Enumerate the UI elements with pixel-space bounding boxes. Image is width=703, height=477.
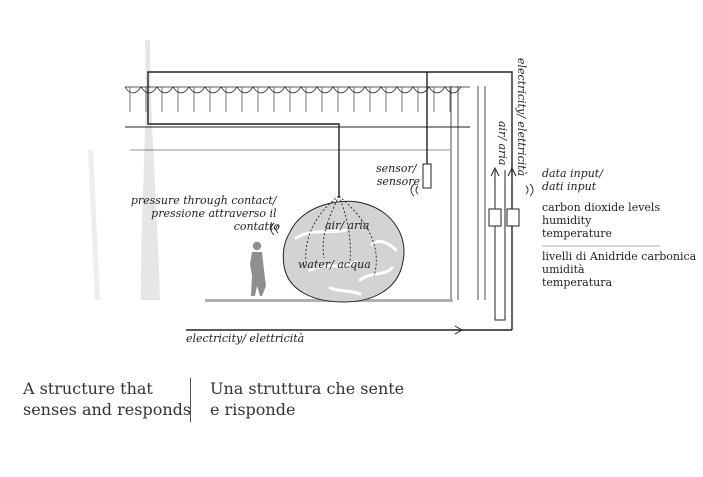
sensor-box bbox=[488, 208, 520, 227]
electricity-arrow bbox=[454, 325, 464, 335]
side-columns bbox=[450, 86, 486, 300]
hanging-sensor bbox=[422, 163, 432, 189]
measures-english: carbon dioxide levels humidity temperatu… bbox=[542, 201, 664, 240]
caption-english-line-2: senses and responds bbox=[23, 400, 192, 419]
caption-italian-line-2: e risponde bbox=[210, 400, 296, 419]
caption-italian: Una struttura che sente e risponde bbox=[210, 378, 404, 420]
caption-english: A structure that senses and responds bbox=[23, 378, 191, 420]
air-duct bbox=[494, 170, 506, 321]
caption-italian-line-1: Una struttura che sente bbox=[210, 379, 405, 398]
air-arrow-up bbox=[490, 166, 500, 177]
sphere bbox=[282, 195, 405, 303]
pressure-label: pressure through contact/ pressione attr… bbox=[131, 194, 281, 233]
air-vertical-label: air/ aria bbox=[496, 121, 509, 165]
air-inside-label: air/ aria bbox=[325, 219, 369, 232]
electricity-bottom-label: electricity/ elettricità bbox=[186, 332, 304, 345]
background-trees bbox=[88, 40, 160, 300]
electricity-arrow-up bbox=[507, 166, 517, 177]
caption-divider bbox=[190, 378, 191, 422]
measures-italian: livelli di Anidride carbonica umidità te… bbox=[542, 250, 700, 289]
sensor-label: sensor/ sensore bbox=[376, 162, 420, 188]
data-input-label: data input/ dati input bbox=[542, 167, 606, 193]
signal-icon bbox=[270, 183, 534, 236]
water-inside-label: water/ acqua bbox=[298, 258, 371, 271]
electricity-vertical-label: electricity/ elettricità bbox=[515, 58, 528, 176]
canopy-roof bbox=[124, 86, 470, 151]
caption-english-line-1: A structure that bbox=[23, 379, 153, 398]
canopy-scallops bbox=[124, 86, 462, 94]
person-silhouette bbox=[250, 241, 266, 296]
electricity-wiring bbox=[147, 71, 513, 331]
